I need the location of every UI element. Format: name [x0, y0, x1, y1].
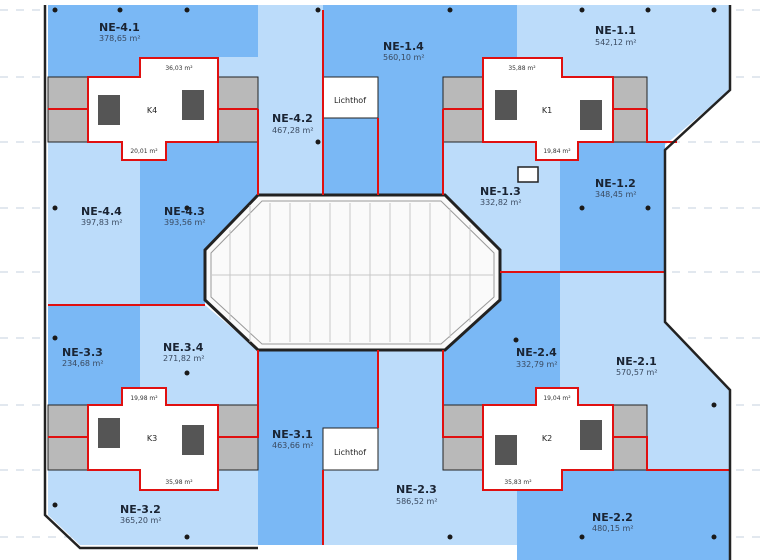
- core-area: 35,83 m²: [504, 479, 532, 486]
- unit-ne-2-4-area[interactable]: [443, 272, 560, 405]
- unit-area: 378,65 m²: [99, 34, 141, 43]
- units-fill: [48, 5, 730, 560]
- core-area: 19,98 m²: [130, 395, 158, 402]
- core-area: 36,03 m²: [165, 65, 193, 72]
- lightwell-label: Lichthof: [334, 96, 366, 105]
- exterior-wall: [43, 5, 258, 550]
- unit-boundaries: [48, 10, 730, 545]
- unit-area: 463,66 m²: [272, 441, 314, 450]
- unit-name: NE-1.4: [383, 40, 424, 53]
- unit-name: NE-4.2: [272, 112, 313, 125]
- unit-area: 397,83 m²: [81, 218, 123, 227]
- lightwell-south: [322, 427, 379, 471]
- core-area: 35,98 m²: [165, 479, 193, 486]
- unit-area: 480,15 m²: [592, 524, 634, 533]
- unit-ne-2-2-area[interactable]: [517, 470, 730, 560]
- unit-area: 234,68 m²: [62, 359, 104, 368]
- core-area: 20,01 m²: [130, 148, 158, 155]
- exterior-wall: [663, 5, 732, 560]
- unit-name: NE-2.3: [396, 483, 437, 496]
- core-area: 19,04 m²: [543, 395, 571, 402]
- unit-name: NE-1.2: [595, 177, 636, 190]
- unit-area: 271,82 m²: [163, 354, 205, 363]
- unit-area: 467,28 m²: [272, 126, 314, 135]
- core-label: K1: [542, 106, 552, 115]
- unit-area: 570,57 m²: [616, 368, 658, 377]
- unit-ne-1-1-area[interactable]: [517, 5, 730, 145]
- lightwell-label: Lichthof: [334, 448, 366, 457]
- atrium: [203, 193, 502, 352]
- core-label: K2: [542, 434, 552, 443]
- unit-name: NE-3.1: [272, 428, 313, 441]
- unit-area: 332,79 m²: [516, 360, 558, 369]
- unit-area: 393,56 m²: [164, 218, 206, 227]
- unit-area: 586,52 m²: [396, 497, 438, 506]
- unit-name: NE-2.1: [616, 355, 657, 368]
- unit-ne-1-4-area[interactable]: [323, 5, 517, 195]
- unit-ne-3-4-area[interactable]: [140, 305, 258, 405]
- unit-area: 365,20 m²: [120, 516, 162, 525]
- unit-name: NE-2.2: [592, 511, 633, 524]
- core-labels: K4 36,03 m² 20,01 m² K1 35,88 m² 19,84 m…: [130, 65, 571, 486]
- unit-ne-2-3-area[interactable]: [323, 350, 517, 545]
- core-label: K4: [147, 106, 157, 115]
- core-area: 35,88 m²: [508, 65, 536, 72]
- unit-ne-4-1-area[interactable]: [48, 5, 258, 77]
- unit-name: NE-3.2: [120, 503, 161, 516]
- unit-name: NE-1.1: [595, 24, 636, 37]
- unit-ne-4-2-area[interactable]: [218, 5, 323, 195]
- unit-ne-4-4-area[interactable]: [48, 142, 140, 305]
- core-area: 19,84 m²: [543, 148, 571, 155]
- unit-ne-4-3-area[interactable]: [140, 142, 258, 305]
- unit-area: 542,12 m²: [595, 38, 637, 47]
- unit-ne-3-3-area[interactable]: [48, 305, 140, 405]
- core-label: K3: [147, 434, 157, 443]
- unit-name: NE-4.3: [164, 205, 205, 218]
- unit-name: NE-2.4: [516, 346, 557, 359]
- unit-ne-2-1-area[interactable]: [560, 272, 730, 470]
- unit-name: NE-4.4: [81, 205, 122, 218]
- column-grid: [52, 7, 717, 540]
- lightwell-north: [322, 76, 379, 119]
- unit-area: 560,10 m²: [383, 53, 425, 62]
- unit-name: NE-1.3: [480, 185, 521, 198]
- unit-name: NE-3.3: [62, 346, 103, 359]
- unit-name: NE-4.1: [99, 21, 140, 34]
- unit-area: 348,45 m²: [595, 190, 637, 199]
- unit-area: 332,82 m²: [480, 198, 522, 207]
- unit-ne-1-2-area[interactable]: [560, 142, 665, 272]
- shaft-icon: [517, 166, 539, 183]
- unit-name: NE.3.4: [163, 341, 204, 354]
